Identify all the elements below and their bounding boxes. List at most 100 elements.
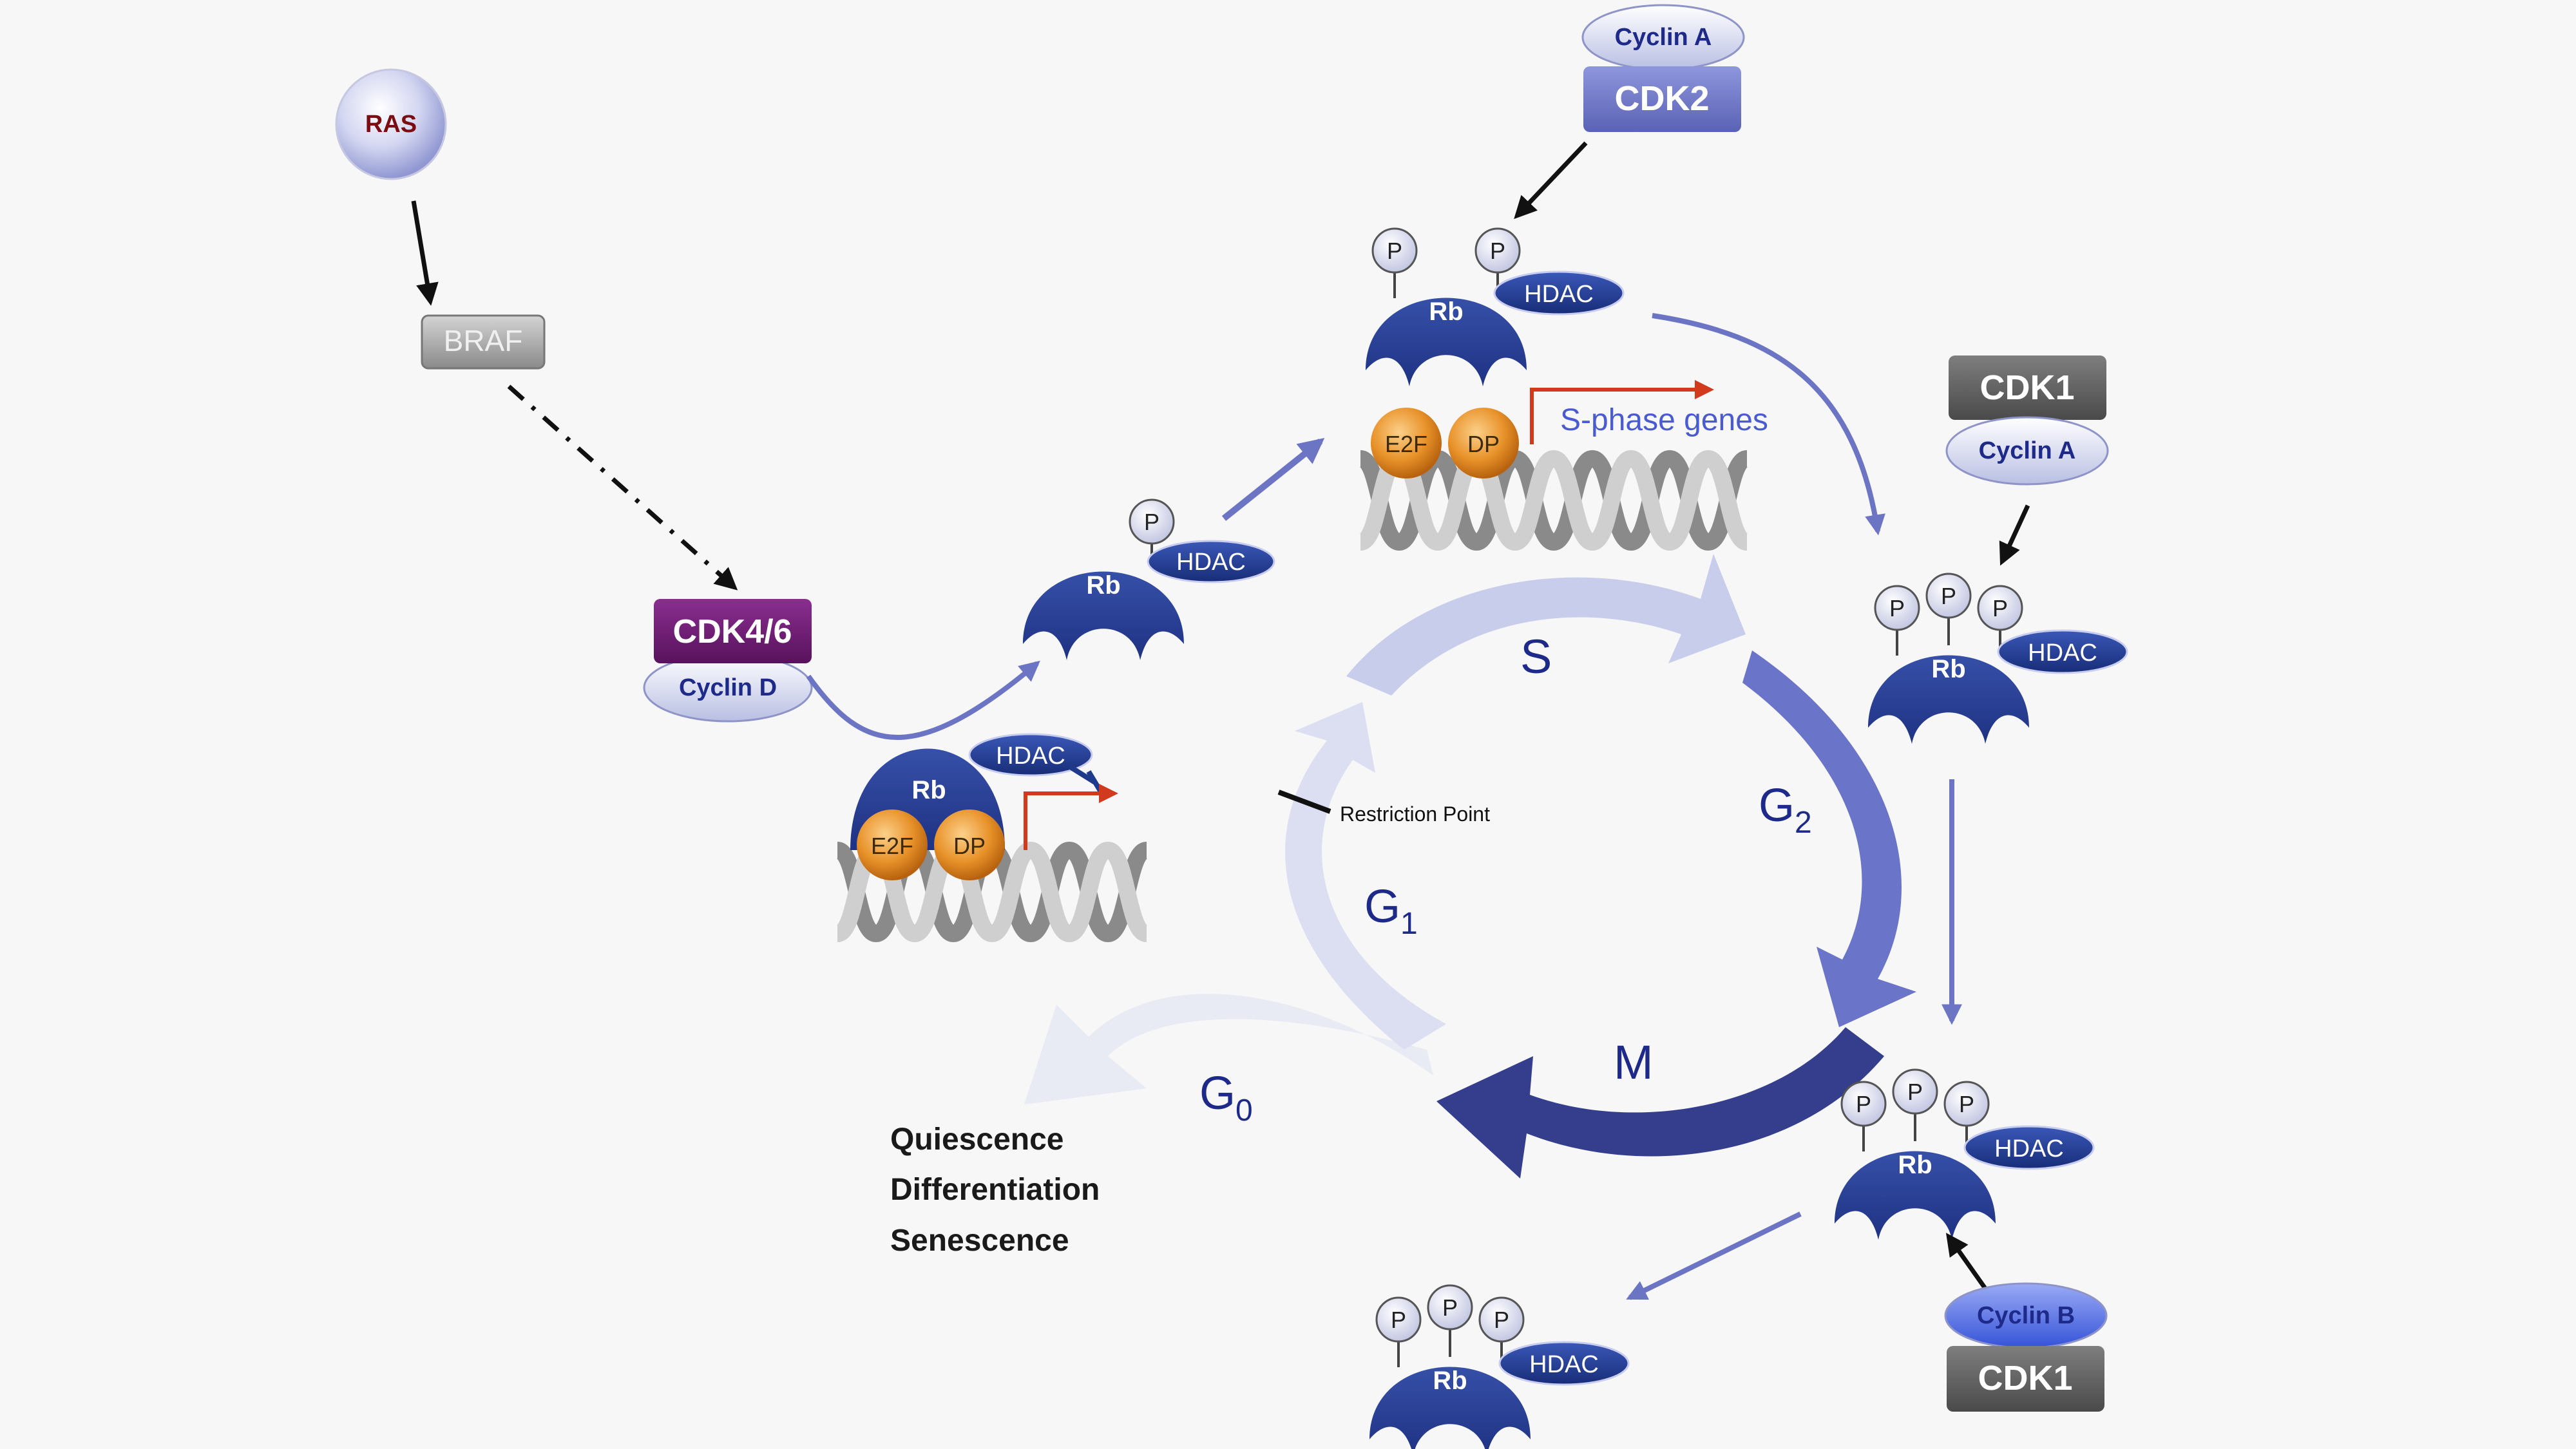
- restriction-point-label: Restriction Point: [1340, 802, 1490, 826]
- p-3pb-a: [1375, 1296, 1422, 1343]
- braf-to-cdk46-dashed-arrow: [507, 384, 738, 591]
- hdac-1p: [1147, 540, 1275, 583]
- cdk1-bottom-node: [1947, 1346, 2104, 1412]
- g0-exit-arrow: [1024, 994, 1433, 1104]
- p-3pb-b: [1427, 1284, 1473, 1331]
- p-label: P: [1494, 1307, 1509, 1333]
- e2f-node-top: [1371, 408, 1442, 478]
- hdac-3p-b: [1498, 1341, 1630, 1386]
- cyclin-a-top-label: Cyclin A: [1615, 24, 1712, 51]
- hdac-3p-br: [1963, 1125, 2095, 1170]
- cdk46-to-rb-arrow: [806, 660, 1040, 740]
- cdk46-node: [654, 599, 812, 663]
- ras-to-braf-arrow: [411, 200, 439, 306]
- hdac-label-3p-br: HDAC: [1994, 1135, 2064, 1162]
- dp-label-left: DP: [953, 833, 986, 859]
- p-label: P: [1907, 1079, 1923, 1105]
- hdac-3p-right: [1997, 629, 2128, 674]
- transcription-arrow-left: [1024, 784, 1118, 850]
- p-2p-a: [1371, 227, 1418, 274]
- cdk2-node: [1583, 66, 1741, 132]
- p-3pb-c: [1478, 1296, 1525, 1343]
- braf-node: [421, 314, 546, 370]
- hdac-label-2p: HDAC: [1524, 281, 1594, 308]
- cyclin-d-label: Cyclin D: [679, 674, 777, 701]
- cdk46-label: CDK4/6: [673, 613, 792, 650]
- p-3pbr-b: [1892, 1068, 1938, 1115]
- cdk2-to-rb-arrow: [1514, 141, 1588, 220]
- rb-2p-top: Rb P P HDAC: [1366, 227, 1625, 386]
- hdac-label-left: HDAC: [996, 743, 1065, 770]
- dp-label-top: DP: [1467, 431, 1500, 457]
- e2f-label-top: E2F: [1385, 431, 1427, 457]
- p-2p-b: [1474, 227, 1521, 274]
- rb-label-3p-right: Rb: [1931, 655, 1965, 683]
- cyclin-a-right-node: [1945, 416, 2109, 486]
- rb-3p-bottom: Rb P P P HDAC: [1369, 1284, 1630, 1449]
- rb-label-3p-br: Rb: [1898, 1151, 1932, 1179]
- p-label: P: [1941, 583, 1956, 609]
- cdk1-bottom-label: CDK1: [1978, 1359, 2072, 1397]
- p-3pr-c: [1977, 585, 2023, 631]
- hdac-label-1p: HDAC: [1176, 549, 1246, 576]
- p-label: P: [1856, 1091, 1871, 1117]
- cell-fates: Quiescence Differentiation Senescence: [890, 1122, 1100, 1258]
- phase-m-label: M: [1614, 1036, 1654, 1089]
- phase-g1-label: G1: [1364, 881, 1418, 941]
- restriction-point-mark: [1277, 790, 1331, 814]
- cdk1-top-node: [1949, 355, 2106, 420]
- s-phase-arrow: [1346, 554, 1746, 696]
- rb1p-to-rb2p-arrow: [1221, 438, 1325, 521]
- cdk1-cyclinb-to-rb-arrow: [1945, 1233, 1989, 1293]
- rb-3p-right: Rb P P P HDAC: [1868, 573, 2128, 744]
- cyclin-a-right-label: Cyclin A: [1979, 437, 2076, 464]
- p-3pr-b: [1925, 573, 1972, 619]
- hdac-node-left: [968, 733, 1093, 777]
- p-1p-a: [1129, 498, 1175, 545]
- p-3pr-a: [1874, 585, 1920, 631]
- p-label: P: [1391, 1307, 1406, 1333]
- ras-label: RAS: [365, 111, 417, 138]
- cdk2-label: CDK2: [1614, 79, 1709, 118]
- m-phase-arrow: [1436, 1027, 1884, 1179]
- e2f-label-left: E2F: [871, 833, 913, 859]
- phase-g0-label: G0: [1199, 1068, 1253, 1128]
- cyclin-b-label: Cyclin B: [1977, 1302, 2075, 1329]
- rb-label-1p: Rb: [1086, 571, 1120, 600]
- rb-repressor-complex: Rb E2F DP HDAC: [850, 733, 1118, 880]
- transcription-arrow-top: [1530, 380, 1714, 444]
- braf-label: BRAF: [444, 324, 523, 357]
- cdk1-cyclina-to-rb-arrow: [1999, 504, 2030, 566]
- p-label: P: [1992, 595, 2008, 621]
- fate-differentiation: Differentiation: [890, 1173, 1100, 1207]
- g2-phase-arrow: [1742, 650, 1916, 1027]
- p-3pbr-c: [1943, 1081, 1990, 1127]
- hdac-2p: [1493, 270, 1625, 316]
- s-phase-genes-label: S-phase genes: [1560, 403, 1768, 437]
- hdac-inhibition-mark: [1067, 764, 1103, 793]
- p-label: P: [1387, 238, 1402, 264]
- p-label: P: [1959, 1091, 1974, 1117]
- rb-3p-bottom-right: Rb P P P HDAC: [1835, 1068, 2095, 1240]
- e2f-node-left: [857, 810, 928, 880]
- rb-label-left: Rb: [911, 776, 946, 804]
- p-label: P: [1442, 1294, 1458, 1321]
- hdac-label-3p-b: HDAC: [1529, 1351, 1599, 1378]
- rb-1p: Rb P HDAC: [1023, 498, 1275, 660]
- dp-node-top: [1448, 408, 1519, 478]
- p-label: P: [1889, 595, 1905, 621]
- g1-phase-arrow: [1285, 702, 1446, 1050]
- rb-label-3p-b: Rb: [1433, 1367, 1467, 1395]
- ras-node: [335, 68, 447, 180]
- cdk1-top-label: CDK1: [1980, 368, 2074, 407]
- hdac-label-3p-right: HDAC: [2028, 639, 2097, 667]
- p-3pbr-a: [1840, 1081, 1887, 1127]
- rb2p-to-rb3p-arrow: [1652, 313, 1885, 536]
- p-label: P: [1490, 238, 1505, 264]
- rb3p-to-rb3p-bottom-arrow: [1626, 1211, 1802, 1300]
- phase-g2-label: G2: [1759, 780, 1812, 840]
- phase-s-label: S: [1520, 630, 1552, 683]
- fate-senescence: Senescence: [890, 1224, 1069, 1258]
- dp-node-left: [934, 810, 1005, 880]
